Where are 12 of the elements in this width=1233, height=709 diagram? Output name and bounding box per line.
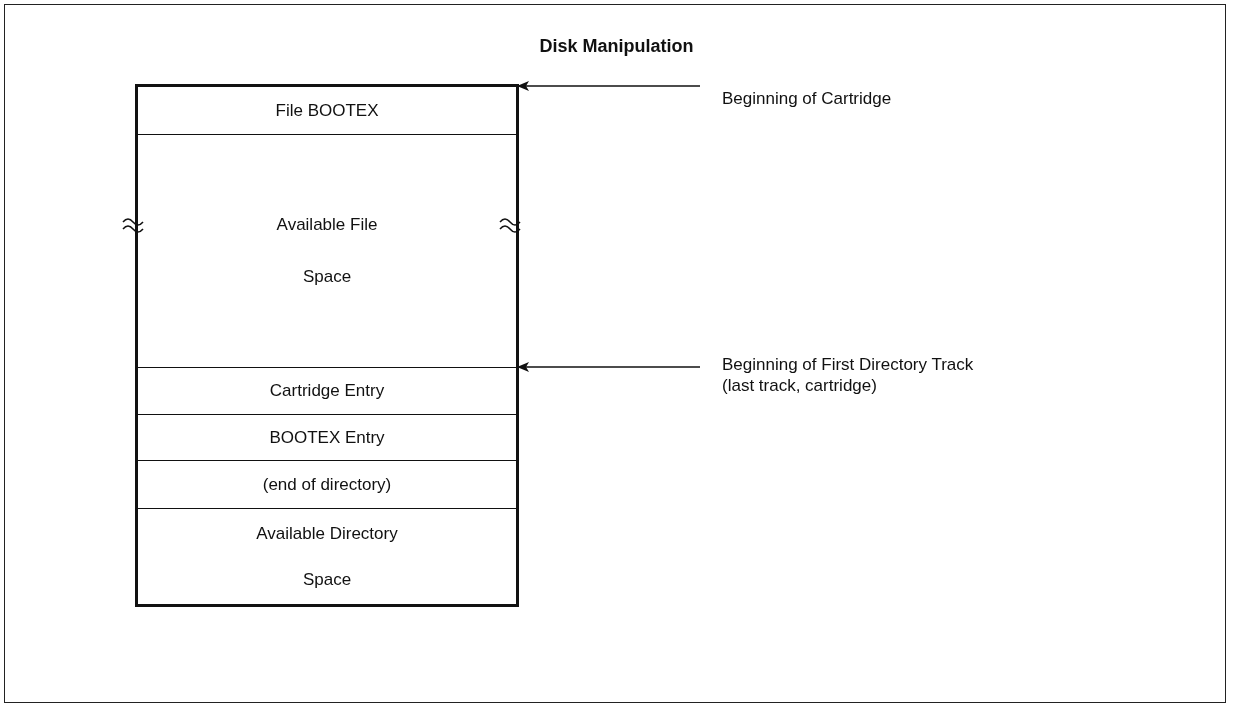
arrow xyxy=(517,362,701,372)
arrow xyxy=(517,81,701,91)
block-label: Cartridge Entry xyxy=(268,381,386,401)
annotation-text: Beginning of Cartridge xyxy=(722,88,892,109)
title: Disk Manipulation xyxy=(538,36,695,57)
block-label: File BOOTEX xyxy=(274,100,380,121)
block-label: (end of directory) xyxy=(261,474,393,495)
block-label: Available File Space xyxy=(275,214,379,288)
annotation-text: (last track, cartridge) xyxy=(722,375,878,396)
block-label: BOOTEX Entry xyxy=(268,427,386,448)
annotation-text: Beginning of First Directory Track xyxy=(722,354,974,375)
block-label: Available Directory Space xyxy=(255,522,399,591)
